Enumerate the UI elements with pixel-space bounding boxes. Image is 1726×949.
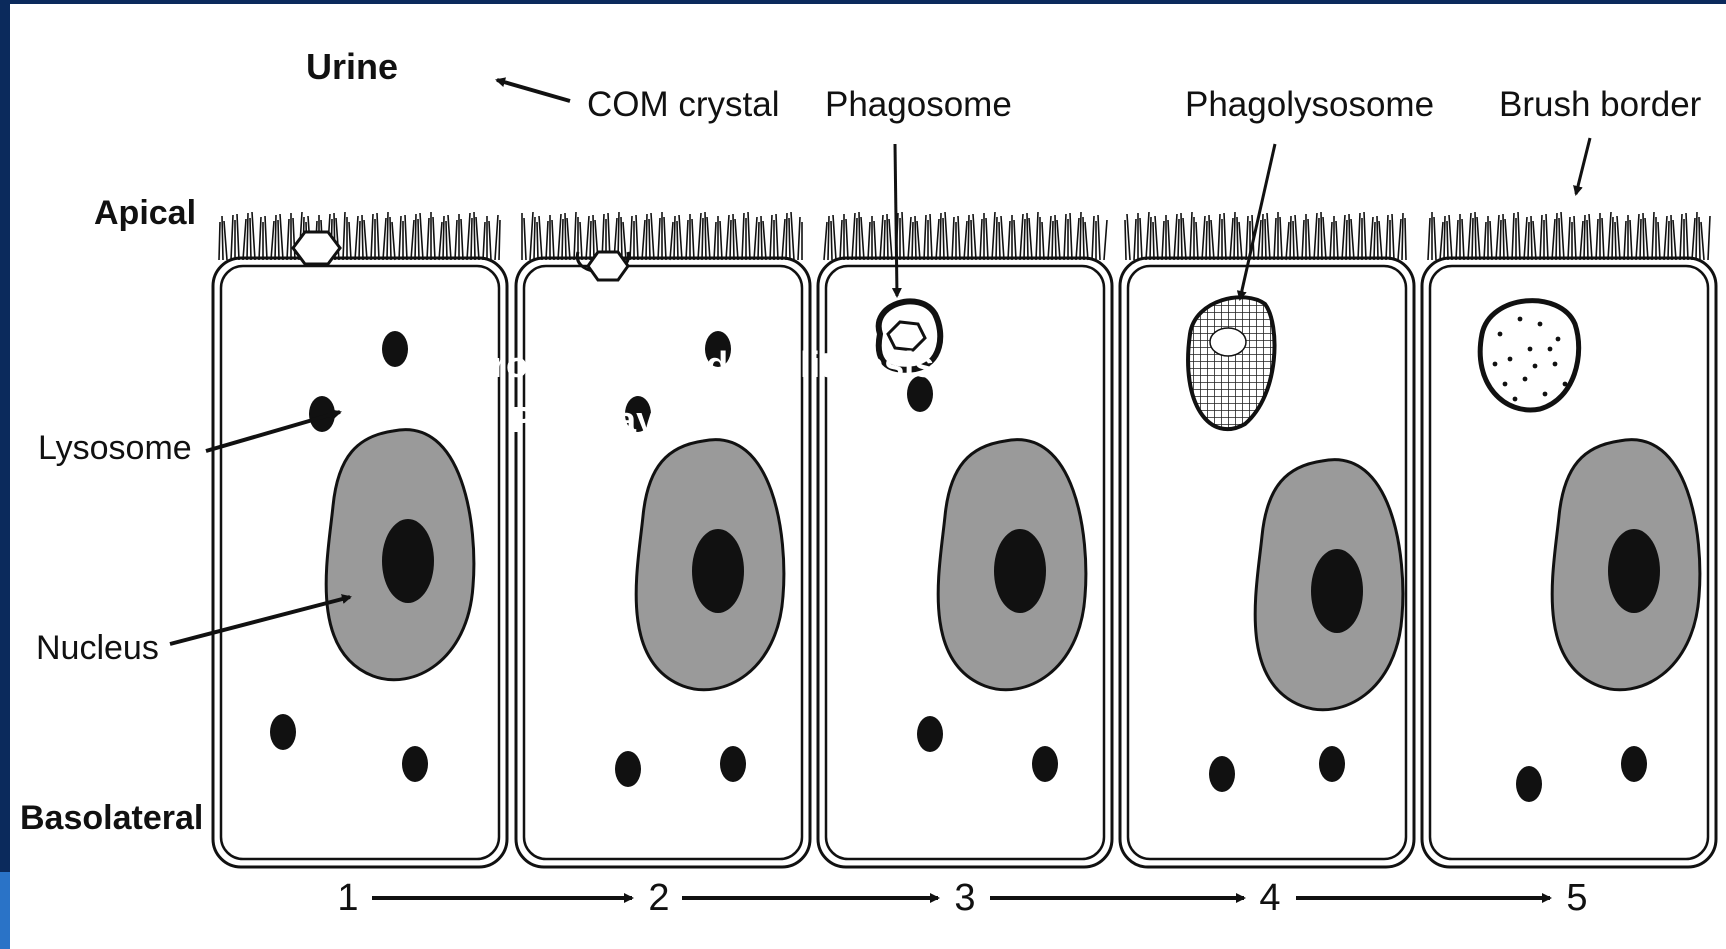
cells-group — [213, 212, 1716, 867]
cell-1-brush-border — [219, 212, 500, 260]
vesicle-stipple-dot — [1538, 322, 1543, 327]
cell-3-lysosome-3 — [1032, 746, 1058, 782]
cell-2-com-crystal — [588, 252, 628, 280]
phagolysosome-label: Phagolysosome — [1185, 85, 1434, 124]
cell-3-lysosome-2 — [917, 716, 943, 752]
vesicle-stipple-dot — [1533, 364, 1538, 369]
vesicle-stipple-dot — [1553, 362, 1558, 367]
cell-1-nucleolus — [382, 519, 434, 603]
step-number-4: 4 — [1259, 877, 1280, 919]
vesicle-stipple-dot — [1518, 317, 1523, 322]
cell-4-lysosome-2 — [1319, 746, 1345, 782]
vesicle-stipple-dot — [1548, 347, 1553, 352]
cell-2-lysosome-4 — [720, 746, 746, 782]
cell-1-lysosome-4 — [402, 746, 428, 782]
dissolved-crystal-vesicle — [1480, 301, 1578, 410]
cell-4-brush-border — [1125, 212, 1406, 260]
step-number-1: 1 — [337, 877, 358, 919]
vesicle-stipple-dot — [1493, 362, 1498, 367]
cell-5-lysosome-1 — [1516, 766, 1542, 802]
vesicle-stipple-dot — [1523, 377, 1528, 382]
nucleus-label: Nucleus — [36, 629, 159, 667]
cell-5-lysosome-2 — [1621, 746, 1647, 782]
phagosome-label: Phagosome — [825, 85, 1012, 124]
com-crystal-arrow — [497, 80, 570, 101]
vesicle-stipple-dot — [1513, 397, 1518, 402]
step-number-2: 2 — [648, 877, 669, 919]
overlay-title-line2: Pathway — [510, 399, 656, 440]
vesicle-stipple-dot — [1498, 332, 1503, 337]
overlay-title-line1: Macrophages and Urolithiasis Parallels — [422, 344, 1092, 385]
cell-2-brush-border — [522, 212, 802, 260]
phagolysosome-crystal — [1210, 328, 1246, 356]
cell-diagram: Urine Apical Basolateral Lysosome Nucleu… — [10, 4, 1726, 949]
urine-label: Urine — [306, 46, 398, 87]
step-number-5: 5 — [1566, 877, 1587, 919]
cell-3-brush-border — [824, 212, 1107, 260]
cell-3-nucleolus — [994, 529, 1046, 613]
slide-corner-accent — [0, 872, 10, 949]
brush-border-label: Brush border — [1499, 85, 1702, 124]
cell-1-lysosome-3 — [270, 714, 296, 750]
cell-4-nucleolus — [1311, 549, 1363, 633]
diagram-canvas: Urine Apical Basolateral Lysosome Nucleu… — [10, 4, 1726, 949]
com-crystal — [293, 232, 340, 264]
cell-4-lysosome-1 — [1209, 756, 1235, 792]
vesicle-stipple-dot — [1543, 392, 1548, 397]
cell-1-lysosome-1 — [382, 331, 408, 367]
cell-2-nucleolus — [692, 529, 744, 613]
vesicle-stipple-dot — [1503, 382, 1508, 387]
lysosome-label: Lysosome — [38, 429, 192, 467]
phagosome-arrow — [895, 144, 897, 296]
vesicle-stipple-dot — [1508, 357, 1513, 362]
basolateral-label: Basolateral — [20, 799, 203, 837]
apical-label: Apical — [94, 194, 196, 232]
cell-2-lysosome-3 — [615, 751, 641, 787]
com-crystal-label: COM crystal — [587, 85, 780, 124]
cell-5-brush-border — [1428, 212, 1710, 260]
vesicle-stipple-dot — [1556, 337, 1561, 342]
vesicle-stipple-dot — [1528, 347, 1533, 352]
cell-5-nucleolus — [1608, 529, 1660, 613]
vesicle-stipple-dot — [1563, 382, 1568, 387]
brush-border-arrow — [1576, 138, 1590, 194]
step-number-3: 3 — [954, 877, 975, 919]
